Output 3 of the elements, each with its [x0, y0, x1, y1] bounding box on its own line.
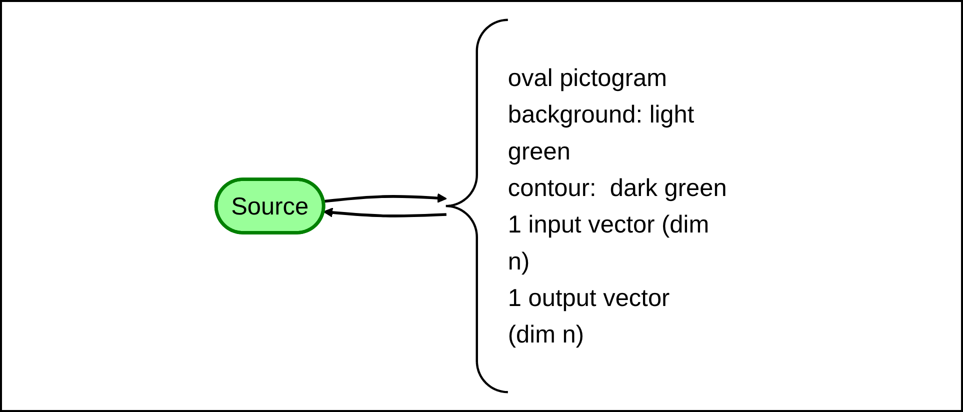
node-text: oval pictogram background: light green contour: dark green 1 input vector (dim n) 1 output vector (dim n)	[508, 64, 727, 348]
arrow	[323, 208, 446, 218]
arrow	[323, 193, 447, 203]
